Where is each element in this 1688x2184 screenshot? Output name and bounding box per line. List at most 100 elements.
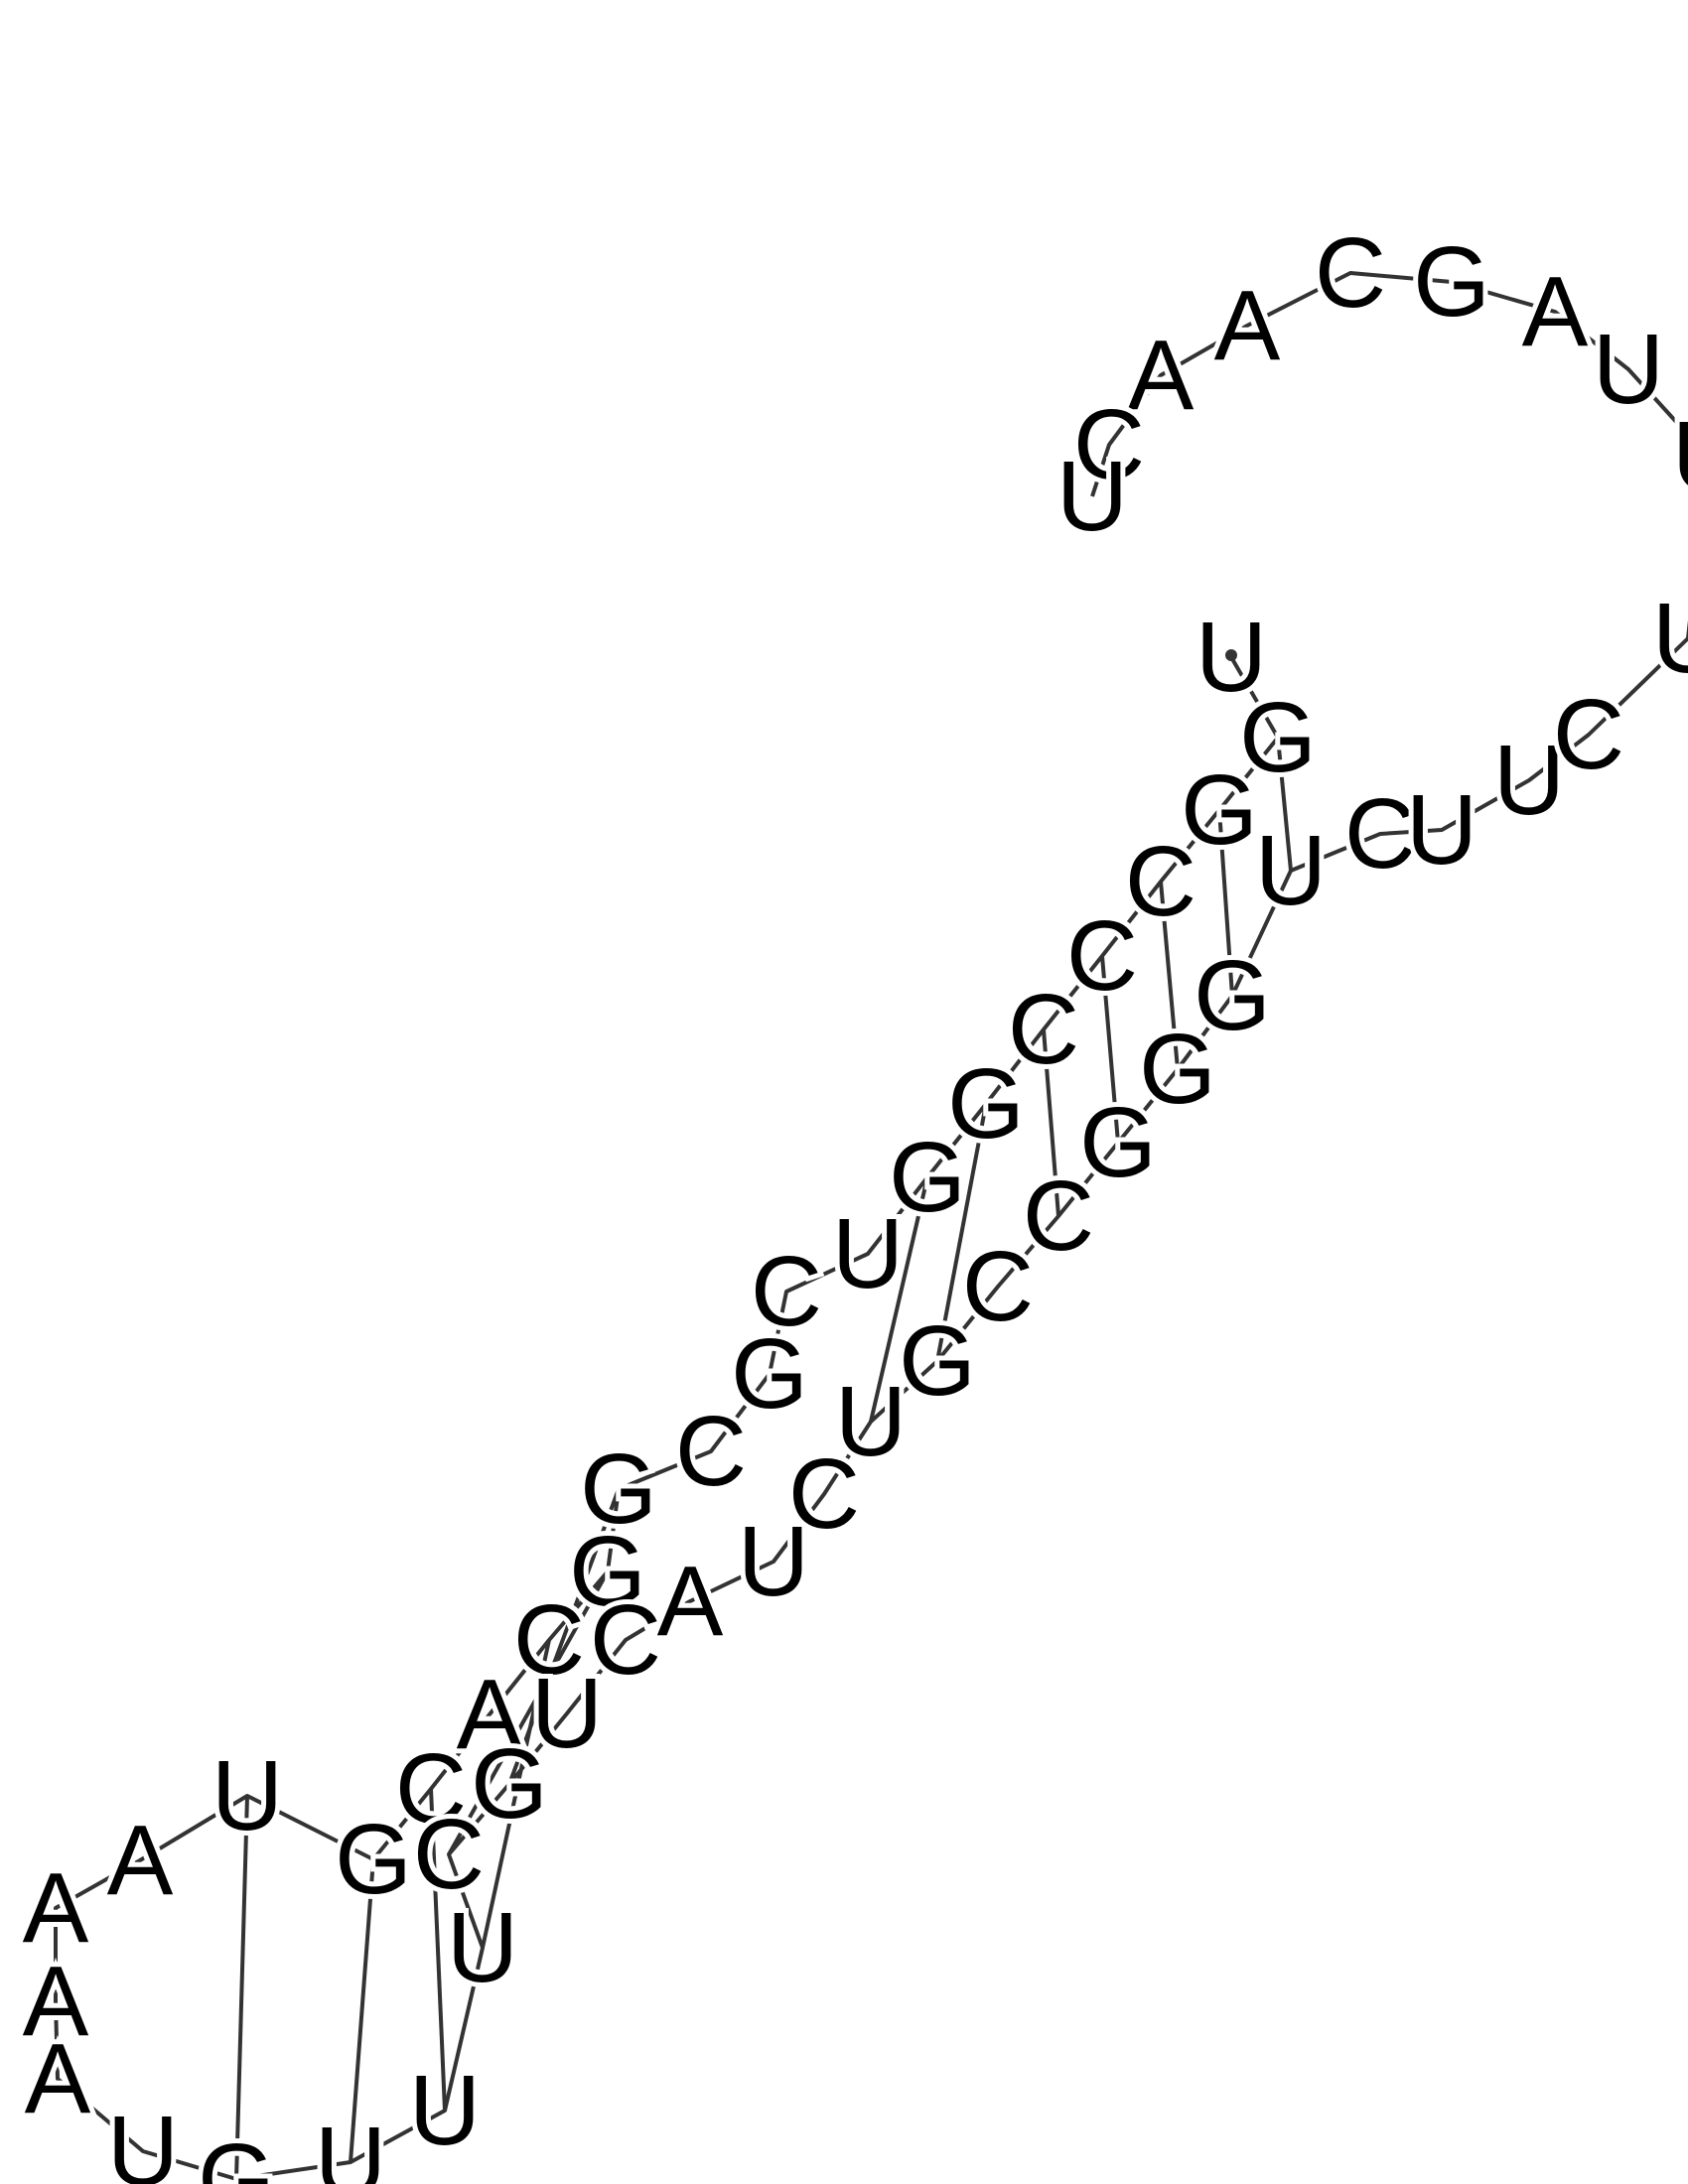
base-pair-line <box>1042 1028 1060 1217</box>
nucleotide-halo: U <box>832 1198 904 1309</box>
nucleotide-halo: C <box>1066 900 1138 1012</box>
nucleotide-4: C <box>1125 826 1196 937</box>
nucleotide-halo: U <box>738 1506 809 1617</box>
nucleotide-halo: C <box>1008 974 1079 1085</box>
nucleotide-halo: G <box>1413 226 1490 338</box>
nucleotide-halo: A <box>457 1659 523 1770</box>
nucleotide-halo: C <box>1125 826 1196 937</box>
nucleotide-halo: C <box>751 1236 822 1347</box>
nucleotide-halo: G <box>335 1804 412 1915</box>
nucleotide-halo: A <box>657 1546 724 1657</box>
nucleotide-halo: C <box>1315 217 1386 329</box>
base-pair-line <box>935 1103 988 1362</box>
nucleotide-halo: A <box>1128 320 1195 431</box>
nucleotide-halo: C <box>395 1733 467 1844</box>
nucleotide-28: U <box>447 1892 518 2003</box>
base-pair-line <box>1276 737 1293 872</box>
base-pair-layer <box>234 737 1293 2180</box>
base-pair-line <box>349 1858 375 2163</box>
nucleotide-halo: C <box>788 1438 860 1550</box>
nucleotide-halo: U <box>1593 314 1664 425</box>
nucleotide-45: U <box>1406 774 1477 886</box>
nucleotide-8: G <box>889 1122 966 1233</box>
nucleotide-27: U <box>409 2055 481 2166</box>
nucleotide-halo: G <box>1239 682 1317 793</box>
nucleotide-halo: G <box>1139 1014 1216 1125</box>
nucleotide-47: C <box>1553 679 1624 790</box>
nucleotide-25: G <box>198 2123 275 2184</box>
nucleotide-19: U <box>211 1740 283 1851</box>
nucleotide-halo: U <box>315 2107 386 2184</box>
nucleotide-9: U <box>832 1198 904 1309</box>
nucleotide-15: C <box>513 1584 585 1696</box>
base-pair-line <box>1100 955 1120 1144</box>
nucleotide-18: G <box>335 1804 412 1915</box>
nucleotide-55: A <box>1128 320 1195 431</box>
nucleotide-57: U <box>1056 441 1128 552</box>
nucleotide-37: G <box>899 1305 976 1417</box>
nucleotide-halo: C <box>962 1231 1034 1342</box>
nucleotide-10: C <box>751 1236 822 1347</box>
nucleotide-halo: U <box>1056 441 1128 552</box>
nucleotide-halo: C <box>1073 389 1145 500</box>
nucleotide-halo: A <box>23 1852 89 1964</box>
nucleotide-halo: G <box>1194 940 1271 1051</box>
nucleotide-halo: G <box>1181 754 1258 866</box>
nucleotide-41: G <box>1139 1014 1216 1125</box>
nucleotide-13: G <box>580 1433 657 1545</box>
nucleotide-43: U <box>1255 815 1327 926</box>
nucleotide-halo: G <box>889 1122 966 1233</box>
nucleotide-40: G <box>1079 1087 1157 1198</box>
nucleotide-36: U <box>835 1366 907 1477</box>
nucleotide-39: C <box>1023 1160 1094 1272</box>
nucleotide-halo: U <box>1652 583 1688 694</box>
base-pair-line <box>234 1795 249 2180</box>
nucleotide-23: A <box>25 2023 91 2134</box>
nucleotide-halo: G <box>1079 1087 1157 1198</box>
nucleotide-halo: G <box>471 1728 548 1840</box>
nucleotide-halo: G <box>731 1318 808 1430</box>
nucleotide-halo: C <box>1344 778 1416 889</box>
base-pair-line <box>1217 809 1234 997</box>
nucleotide-halo: C <box>675 1396 747 1507</box>
nucleotide-33: A <box>657 1546 724 1657</box>
nucleotide-halo: C <box>413 1799 485 1910</box>
nucleotide-24: U <box>107 2096 179 2184</box>
nucleotide-halo: U <box>409 2055 481 2166</box>
nucleotide-53: C <box>1315 217 1386 329</box>
nucleotide-20: A <box>107 1805 174 1916</box>
nucleotide-1: U <box>1196 602 1267 713</box>
nucleotide-44: C <box>1344 778 1416 889</box>
nucleotide-22: A <box>23 1946 89 2057</box>
nucleotide-38: C <box>962 1231 1034 1342</box>
nucleotide-14: G <box>569 1516 646 1627</box>
nucleotide-35: C <box>788 1438 860 1550</box>
base-pair-line <box>447 1570 610 1855</box>
nucleotide-halo: U <box>1493 725 1565 836</box>
nucleotide-51: A <box>1522 256 1589 367</box>
nucleotide-halo: U <box>1255 815 1327 926</box>
nucleotide-halo: C <box>513 1584 585 1696</box>
nucleotide-46: U <box>1493 725 1565 836</box>
nucleotide-halo: A <box>25 2023 91 2134</box>
nucleotide-48: U <box>1652 583 1688 694</box>
nucleotide-halo: G <box>899 1305 976 1417</box>
base-pair-line <box>869 1176 929 1423</box>
nucleotide-2: G <box>1239 682 1317 793</box>
nucleotide-halo: U <box>447 1892 518 2003</box>
nucleotide-54: A <box>1214 270 1281 381</box>
nucleotide-52: G <box>1413 226 1490 338</box>
nucleotide-halo: G <box>947 1048 1025 1160</box>
nucleotide-50: U <box>1593 314 1664 425</box>
nucleotide-halo: A <box>1214 270 1281 381</box>
base-pair-line <box>1159 881 1180 1070</box>
nucleotide-halo: C <box>1553 679 1624 790</box>
nucleotide-29: C <box>413 1799 485 1910</box>
nucleotide-34: U <box>738 1506 809 1617</box>
nucleotide-halo: G <box>569 1516 646 1627</box>
five-prime-end-dot <box>1225 649 1237 661</box>
nucleotide-6: C <box>1008 974 1079 1085</box>
nucleotide-halo: U <box>1196 602 1267 713</box>
nucleotide-12: C <box>675 1396 747 1507</box>
